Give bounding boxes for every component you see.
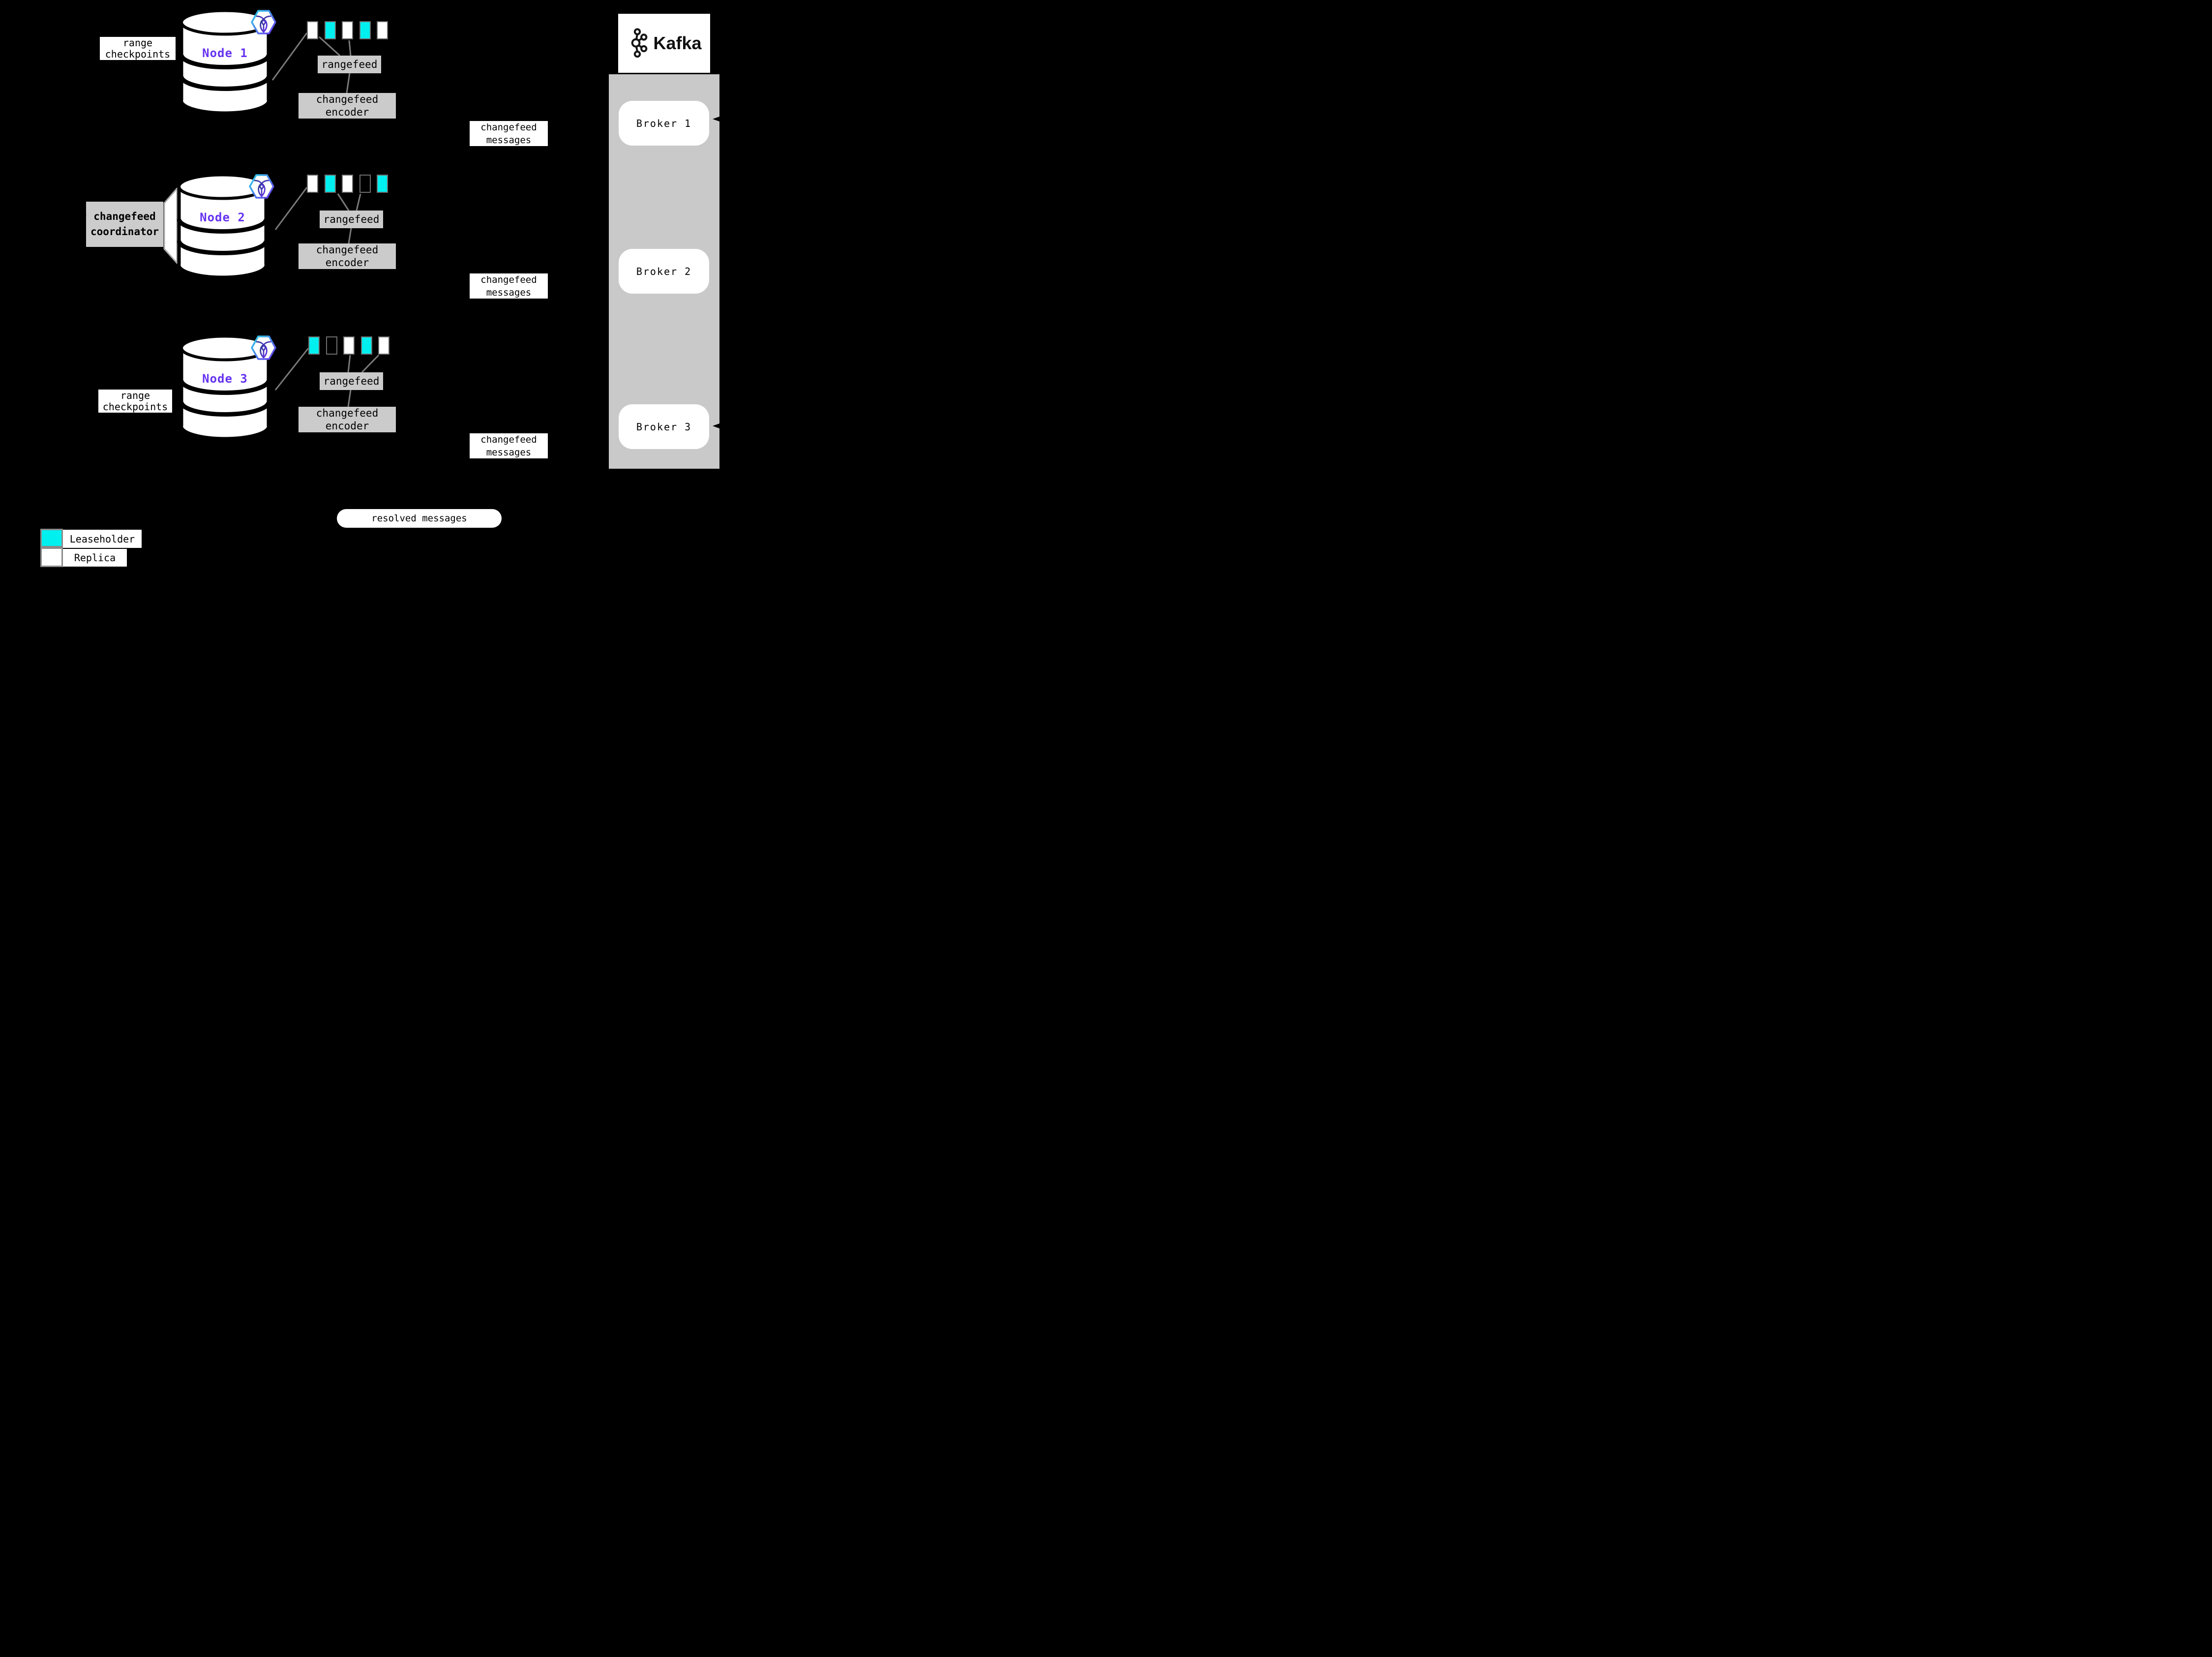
range-box <box>378 336 389 355</box>
kafka-logo-box: Kafka <box>618 14 710 73</box>
broker-1-box: Broker 1 <box>619 101 709 146</box>
changefeed-encoder-box-3: changefeed encoder <box>299 407 396 432</box>
range-box <box>377 175 388 193</box>
database-cylinder-icon <box>179 334 270 439</box>
range-checkpoints-label-1: range checkpoints <box>100 37 176 60</box>
legend-leaseholder-swatch <box>40 529 63 547</box>
kafka-icon <box>631 28 648 58</box>
range-box <box>326 336 337 355</box>
legend-leaseholder-label: Leaseholder <box>63 530 142 548</box>
range-box <box>342 175 353 193</box>
cockroachdb-icon <box>251 335 276 360</box>
kafka-brand-label: Kafka <box>653 33 702 53</box>
range-box <box>360 336 372 355</box>
broker-3-box: Broker 3 <box>619 404 709 449</box>
range-box <box>324 175 336 193</box>
arrowhead-icon <box>713 423 719 428</box>
cockroachdb-icon <box>251 10 276 34</box>
changefeed-messages-label-1: changefeed messages <box>470 121 548 146</box>
changefeed-messages-label-3: changefeed messages <box>470 433 548 458</box>
broker-2-box: Broker 2 <box>619 249 709 294</box>
connector-lines <box>163 32 380 407</box>
database-cylinder-icon <box>179 9 270 114</box>
changefeed-messages-label-2: changefeed messages <box>470 273 548 299</box>
node-1-cylinder: Node 1 <box>179 9 270 114</box>
range-box <box>307 175 318 193</box>
range-box <box>324 21 336 39</box>
resolved-messages-label: resolved messages <box>337 509 502 528</box>
cockroachdb-icon <box>249 174 274 199</box>
arrowhead-icon <box>81 212 87 217</box>
legend-replica-label: Replica <box>63 549 127 567</box>
range-checkpoints-label-2: range checkpoints <box>98 390 172 413</box>
range-box <box>308 336 320 355</box>
changefeed-architecture-diagram: range checkpoints Node 1 <box>0 0 771 577</box>
coordinator-flag-shape <box>163 187 178 264</box>
changefeed-encoder-box-2: changefeed encoder <box>299 243 396 269</box>
database-cylinder-icon <box>177 173 268 278</box>
node-2-cylinder: Node 2 <box>177 173 268 278</box>
range-box <box>307 21 318 39</box>
node-label: Node 3 <box>202 372 248 386</box>
rangefeed-box-3: rangefeed <box>320 372 383 390</box>
range-box <box>342 21 353 39</box>
node-label: Node 2 <box>200 211 245 224</box>
node-3-cylinder: Node 3 <box>179 334 270 439</box>
rangefeed-box-1: rangefeed <box>318 56 381 73</box>
range-box <box>359 21 371 39</box>
range-box <box>343 336 355 355</box>
legend-replica-swatch <box>40 547 63 567</box>
range-box <box>377 21 388 39</box>
arrowhead-icon <box>713 117 719 121</box>
changefeed-coordinator-label: changefeed coordinator <box>86 202 163 247</box>
node-label: Node 1 <box>202 46 248 60</box>
range-box <box>359 175 371 193</box>
rangefeed-box-2: rangefeed <box>320 211 383 228</box>
changefeed-encoder-box-1: changefeed encoder <box>299 93 396 119</box>
